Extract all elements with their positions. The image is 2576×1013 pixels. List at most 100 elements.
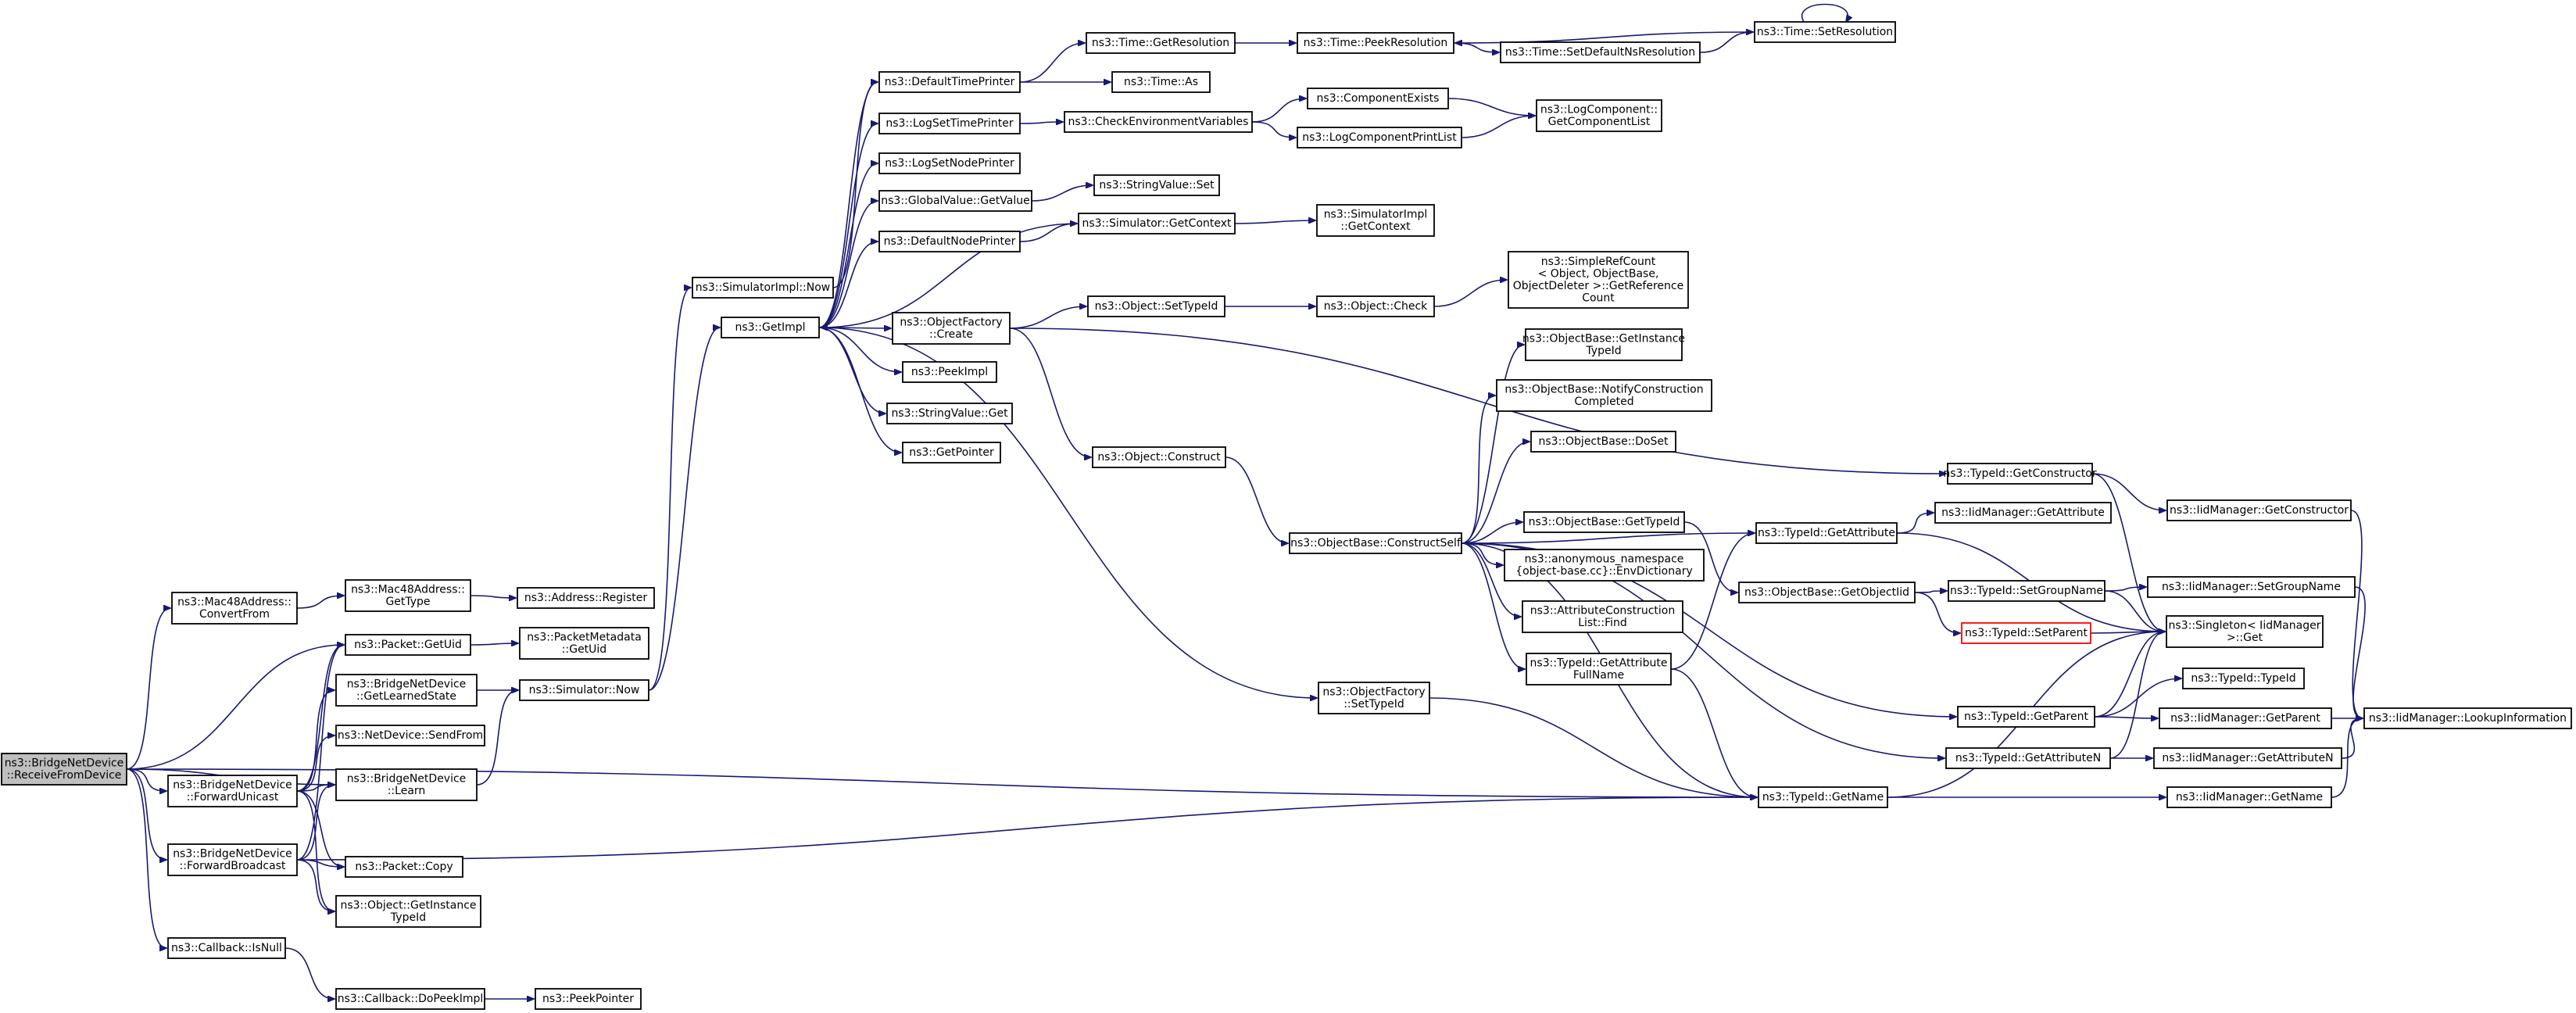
node-tgp[interactable]: ns3::TypeId::GetParent: [1957, 706, 2095, 728]
node-lsnp[interactable]: ns3::LogSetNodePrinter: [878, 152, 1021, 174]
node-tgr[interactable]: ns3::Time::GetResolution: [1086, 32, 1236, 54]
node-imgan[interactable]: ns3::IidManager::GetAttributeN: [2153, 747, 2342, 769]
node-imgp[interactable]: ns3::IidManager::GetParent: [2159, 707, 2332, 729]
node-obgt[interactable]: ns3::ObjectBase::GetTypeId: [1523, 511, 1685, 533]
node-rfd[interactable]: ns3::BridgeNetDevice::ReceiveFromDevice: [1, 753, 127, 786]
node-label: {object-base.cc}::EnvDictionary: [1515, 565, 1692, 578]
node-pmuid[interactable]: ns3::PacketMetadata::GetUid: [519, 627, 649, 660]
node-gvgv[interactable]: ns3::GlobalValue::GetValue: [878, 190, 1032, 212]
node-m48g[interactable]: ns3::Mac48Address::GetType: [345, 579, 471, 612]
node-ocon[interactable]: ns3::Object::Construct: [1092, 446, 1226, 468]
edge-obcs-to-tgafn: [1461, 542, 1525, 669]
node-svset[interactable]: ns3::StringValue::Set: [1093, 174, 1220, 196]
node-ofc[interactable]: ns3::ObjectFactory::Create: [892, 312, 1011, 345]
node-pcopy[interactable]: ns3::Packet::Copy: [345, 856, 463, 878]
node-cbdpi[interactable]: ns3::Callback::DoPeekImpl: [335, 988, 485, 1010]
node-box: [1, 753, 127, 786]
node-tsgn[interactable]: ns3::TypeId::SetGroupName: [1948, 580, 2106, 602]
node-oft[interactable]: ns3::ObjectFactory::SetTypeId: [1318, 682, 1430, 714]
node-label: Completed: [1574, 396, 1633, 408]
node-box: [167, 775, 298, 807]
node-gls[interactable]: ns3::BridgeNetDevice::GetLearnedState: [335, 674, 478, 707]
node-box: [1525, 328, 1683, 361]
node-lcpl[interactable]: ns3::LogComponentPrintList: [1297, 127, 1462, 149]
node-tgan[interactable]: ns3::TypeId::GetAttributeN: [1945, 747, 2111, 769]
node-dnp[interactable]: ns3::DefaultNodePrinter: [878, 231, 1021, 252]
node-sing[interactable]: ns3::Singleton< IidManager>::Get: [2166, 615, 2324, 648]
edge-tsgn-to-sing: [2104, 590, 2165, 632]
node-sigc[interactable]: ns3::SimulatorImpl::GetContext: [1316, 204, 1435, 237]
node-puid[interactable]: ns3::Packet::GetUid: [345, 634, 471, 656]
node-obcs[interactable]: ns3::ObjectBase::ConstructSelf: [1289, 532, 1462, 554]
node-tgattr[interactable]: ns3::TypeId::GetAttribute: [1755, 522, 1898, 544]
node-label: ::ReceiveFromDevice: [7, 769, 122, 782]
node-box: [1297, 127, 1462, 149]
node-getptr[interactable]: ns3::GetPointer: [902, 442, 1001, 464]
node-anon[interactable]: ns3::anonymous_namespace{object-base.cc}…: [1504, 549, 1705, 582]
node-learn[interactable]: ns3::BridgeNetDevice::Learn: [335, 768, 478, 801]
node-label: ns3::GlobalValue::GetValue: [881, 195, 1029, 207]
node-tsdnr[interactable]: ns3::Time::SetDefaultNsResolution: [1500, 41, 1701, 63]
node-tgc[interactable]: ns3::TypeId::GetConstructor: [1943, 463, 2097, 485]
node-lcgcl[interactable]: ns3::LogComponent::GetComponentList: [1536, 99, 1662, 132]
node-ce[interactable]: ns3::ComponentExists: [1307, 88, 1449, 109]
node-box: [878, 71, 1021, 93]
edge-getimpl-to-getptr: [818, 327, 901, 453]
node-peekimpl[interactable]: ns3::PeekImpl: [902, 361, 997, 383]
node-srcnt[interactable]: ns3::SimpleRefCount< Object, ObjectBase,…: [1508, 251, 1689, 309]
node-label: ObjectDeleter >::GetReference: [1513, 280, 1683, 292]
node-fb[interactable]: ns3::BridgeNetDevice::ForwardBroadcast: [167, 843, 298, 876]
node-dtp[interactable]: ns3::DefaultTimePrinter: [878, 71, 1021, 93]
edge-tsr-to-tsr: [1801, 3, 1848, 23]
node-box: [1755, 522, 1898, 544]
node-label: ns3::Time::As: [1124, 76, 1198, 88]
node-ochk[interactable]: ns3::Object::Check: [1316, 295, 1435, 317]
node-snow[interactable]: ns3::Simulator::Now: [519, 679, 649, 701]
node-cev[interactable]: ns3::CheckEnvironmentVariables: [1064, 111, 1253, 133]
node-sinow[interactable]: ns3::SimulatorImpl::Now: [692, 277, 834, 299]
node-box: [335, 674, 478, 707]
node-sfrom[interactable]: ns3::NetDevice::SendFrom: [335, 725, 485, 746]
edge-fu-to-puid: [296, 645, 344, 792]
node-ttid[interactable]: ns3::TypeId::TypeId: [2182, 668, 2305, 689]
edge-cev-to-ce: [1251, 98, 1306, 123]
node-label: ns3::LogSetNodePrinter: [885, 157, 1014, 170]
node-imli[interactable]: ns3::IidManager::LookupInformation: [2363, 707, 2572, 729]
node-obgoi[interactable]: ns3::ObjectBase::GetObjectIid: [1738, 582, 1916, 603]
node-fu[interactable]: ns3::BridgeNetDevice::ForwardUnicast: [167, 775, 298, 807]
node-tpr[interactable]: ns3::Time::PeekResolution: [1297, 32, 1454, 54]
node-svget[interactable]: ns3::StringValue::Get: [886, 403, 1013, 424]
node-m48c[interactable]: ns3::Mac48Address::ConvertFrom: [171, 592, 298, 625]
node-areg[interactable]: ns3::Address::Register: [517, 587, 655, 609]
node-getimpl[interactable]: ns3::GetImpl: [721, 317, 820, 338]
node-imgc[interactable]: ns3::IidManager::GetConstructor: [2166, 499, 2352, 521]
node-imsgn[interactable]: ns3::IidManager::SetGroupName: [2147, 576, 2356, 598]
edge-rfd-to-fu: [126, 768, 166, 791]
node-label: ns3::ObjectBase::ConstructSelf: [1290, 537, 1462, 549]
node-obds[interactable]: ns3::ObjectBase::DoSet: [1530, 431, 1676, 453]
node-ppeek[interactable]: ns3::PeekPointer: [535, 988, 642, 1010]
node-tas[interactable]: ns3::Time::As: [1111, 71, 1211, 93]
node-tsp[interactable]: ns3::TypeId::SetParent: [1961, 622, 2091, 644]
node-box: [1087, 295, 1225, 317]
node-box: [335, 725, 485, 746]
node-label: ns3::PeekPointer: [542, 993, 634, 1005]
node-tgn[interactable]: ns3::TypeId::GetName: [1758, 786, 1888, 808]
edge-obgoi-to-tsgn: [1914, 591, 1947, 592]
node-tsr[interactable]: ns3::Time::SetResolution: [1754, 21, 1896, 43]
node-lstp[interactable]: ns3::LogSetTimePrinter: [878, 113, 1021, 134]
node-box: [1522, 600, 1683, 633]
node-obnc[interactable]: ns3::ObjectBase::NotifyConstructionCompl…: [1496, 379, 1712, 412]
node-label: ns3::GetPointer: [909, 446, 994, 459]
node-cbnull[interactable]: ns3::Callback::IsNull: [167, 937, 286, 959]
node-imga[interactable]: ns3::IidManager::GetAttribute: [1934, 502, 2112, 524]
node-ost[interactable]: ns3::Object::SetTypeId: [1087, 295, 1225, 317]
node-box: [345, 579, 471, 612]
node-box: [335, 895, 481, 928]
node-imgn[interactable]: ns3::IidManager::GetName: [2166, 786, 2332, 808]
node-sgc[interactable]: ns3::Simulator::GetContext: [1078, 213, 1236, 234]
